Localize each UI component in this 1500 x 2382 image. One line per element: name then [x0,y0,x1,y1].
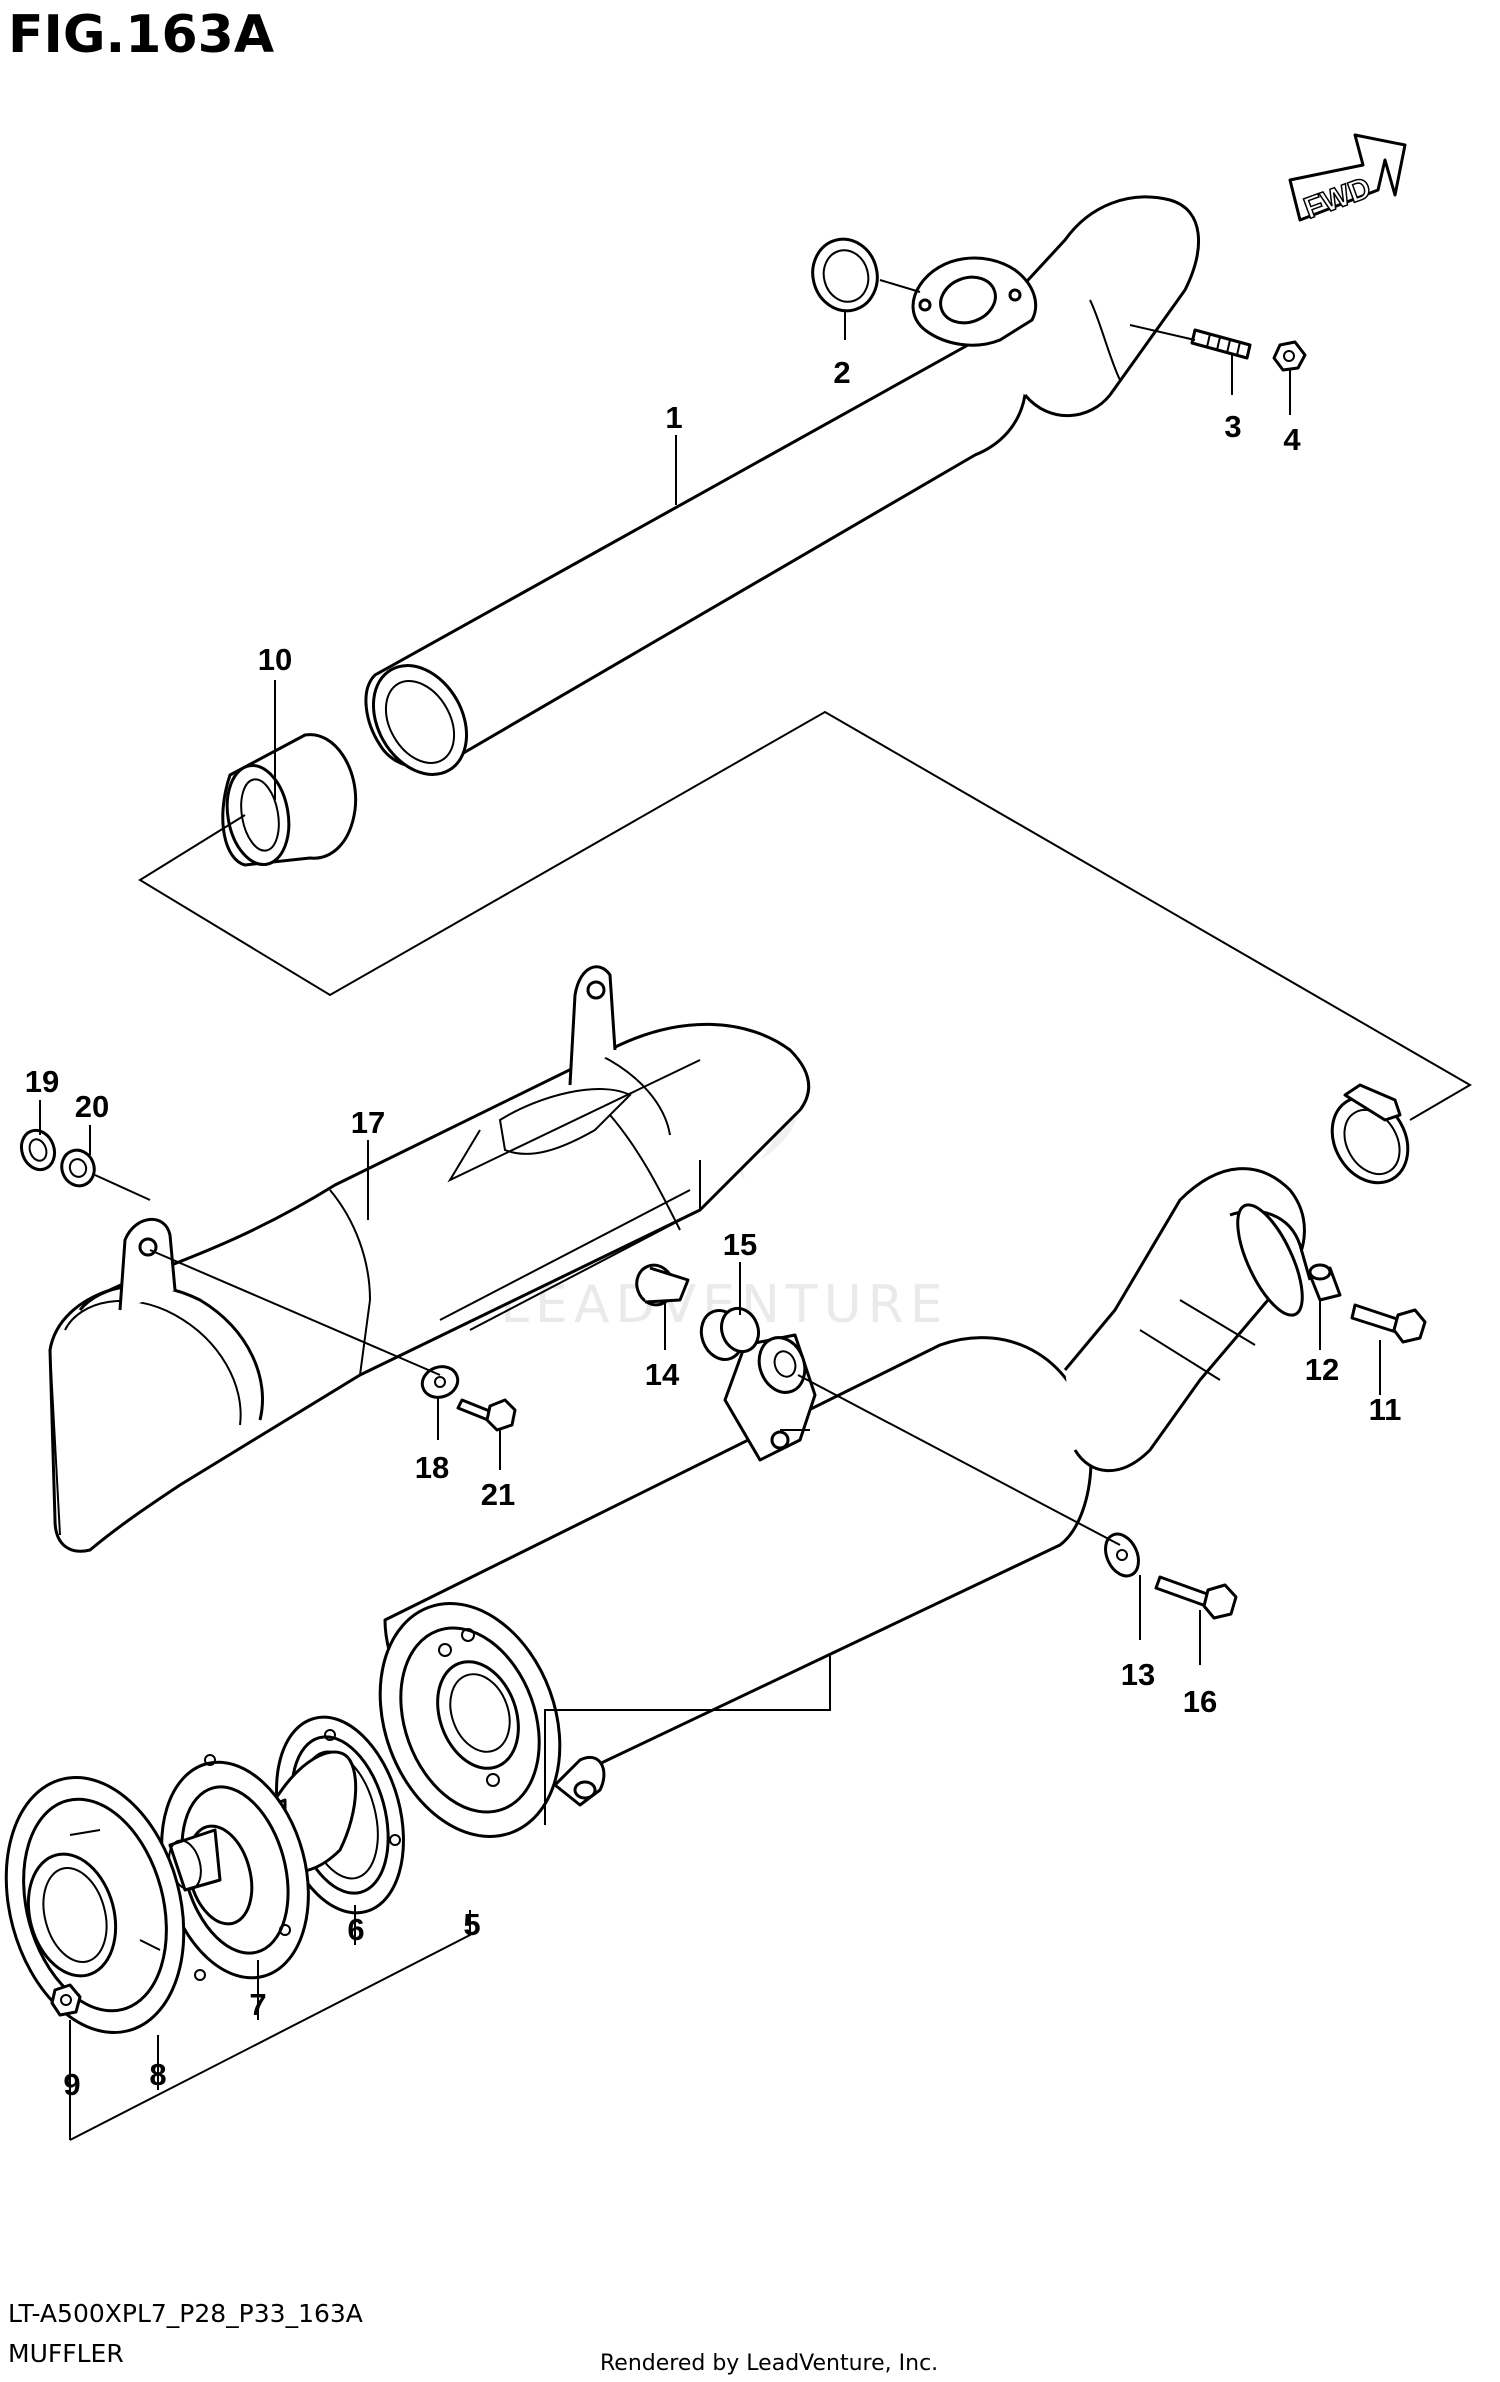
stud-bolt [1190,328,1252,360]
callout-2: 2 [833,355,850,390]
spacer-collar [1308,1263,1342,1302]
fwd-arrow-icon: FWD [1288,133,1407,226]
shield-collar [19,1128,57,1172]
callout-10: 10 [258,642,292,677]
muffler-bolt [1154,1575,1238,1620]
callout-17: 17 [351,1105,385,1140]
muffler-cushion [757,1336,807,1394]
pipe-joint [221,733,358,867]
callout-6: 6 [347,1912,364,1947]
model-code: LT-A500XPL7_P28_P33_163A [8,2299,363,2328]
outlet-bolt [1350,1303,1427,1344]
callout-15: 15 [723,1227,757,1262]
shield-bolt [456,1398,517,1432]
end-cap [4,1776,186,2034]
heat-shield [48,965,811,1553]
exhaust-pipe [364,195,1200,776]
rubber-grommet [699,1306,761,1361]
group-name: MUFFLER [8,2339,124,2368]
connection-outline [138,710,1472,1121]
end-cap-bolt [50,1983,82,2017]
callout-4: 4 [1283,422,1301,457]
rendered-by: Rendered by LeadVenture, Inc. [600,2351,938,2376]
callout-11: 11 [1369,1392,1402,1427]
spark-arrester [160,1750,358,1981]
callout-9: 9 [63,2067,80,2102]
leader-lines [39,279,1381,2141]
shield-grommet [60,1148,96,1188]
callout-7: 7 [249,1987,266,2022]
callout-21: 21 [481,1477,515,1512]
callout-13: 13 [1121,1657,1155,1692]
callout-5: 5 [463,1907,480,1942]
figure-title: FIG.163A [8,5,274,65]
callout-14: 14 [645,1357,680,1392]
muffler-body [378,1083,1410,1838]
callout-labels: 1 2 3 4 5 6 7 8 9 10 11 12 13 14 15 16 1… [25,355,1402,2102]
callout-1: 1 [665,400,682,435]
callout-8: 8 [149,2057,166,2092]
callout-19: 19 [25,1064,59,1099]
callout-3: 3 [1224,409,1241,444]
callout-20: 20 [75,1089,109,1124]
callout-12: 12 [1305,1352,1339,1387]
callout-16: 16 [1183,1684,1217,1719]
bushing [635,1263,690,1307]
exhaust-gasket [811,237,879,313]
muffler-washer [1104,1532,1140,1578]
flange-nut [1272,340,1307,372]
callout-18: 18 [415,1450,449,1485]
shield-washer [420,1365,460,1399]
